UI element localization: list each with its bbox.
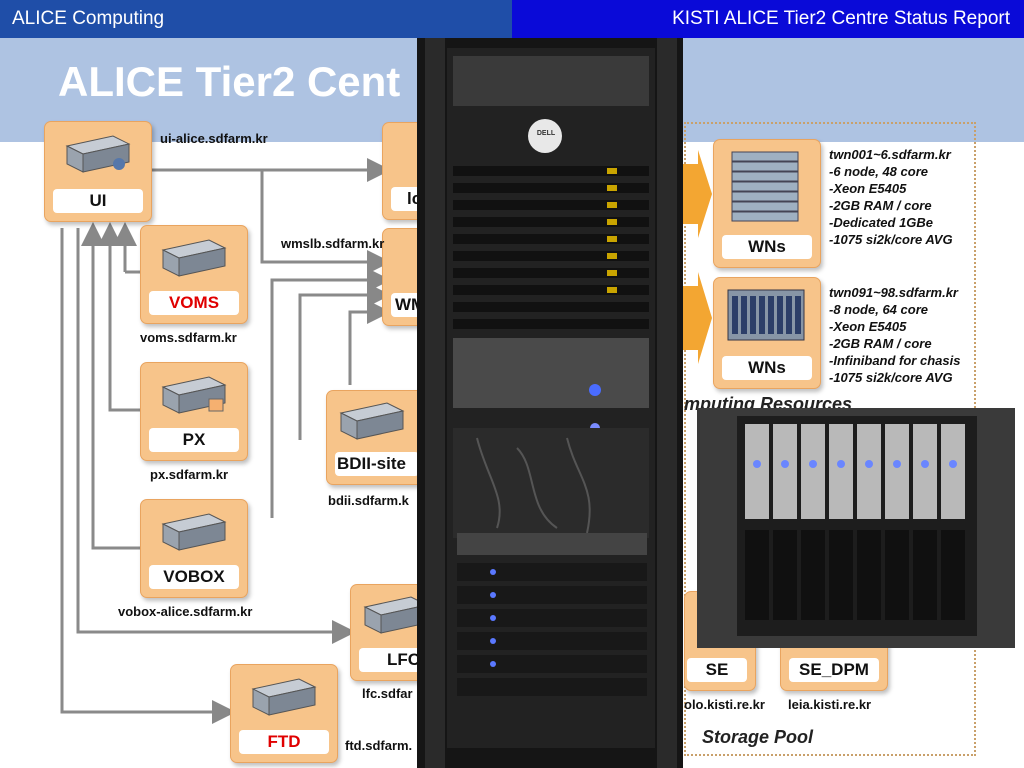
voms-node[interactable]: VOMS bbox=[140, 225, 248, 324]
lfc-hostname: lfc.sdfar bbox=[362, 686, 413, 701]
rack-illustration bbox=[417, 38, 683, 768]
server-icon bbox=[251, 678, 317, 716]
server-icon bbox=[363, 596, 429, 634]
bdii-label: BDII-site bbox=[335, 452, 419, 476]
orange-arrows bbox=[682, 150, 712, 364]
blade-illustration bbox=[697, 408, 1015, 648]
wn2-ram: -2GB RAM / core bbox=[829, 336, 932, 351]
slide-title: ALICE Tier2 Cent bbox=[58, 58, 401, 105]
wms-hostname: wmslb.sdfarm.kr bbox=[281, 236, 385, 251]
storage-pool-caption: Storage Pool bbox=[702, 727, 814, 747]
server-icon bbox=[161, 239, 227, 277]
wn1-nodes: -6 node, 48 core bbox=[829, 164, 928, 179]
server-rack-icon bbox=[731, 151, 799, 222]
rack-brand-logo: DELL bbox=[536, 130, 556, 137]
wn2-host: twn091~98.sdfarm.kr bbox=[829, 285, 958, 300]
server-icon bbox=[161, 513, 227, 551]
wn1-net: -Dedicated 1GBe bbox=[829, 215, 934, 230]
header-course-title: ALICE Computing bbox=[12, 8, 165, 29]
ui-node[interactable]: UI bbox=[44, 121, 152, 222]
wns-node-2[interactable]: WNs bbox=[713, 277, 821, 389]
wn1-perf: -1075 si2k/core AVG bbox=[829, 232, 953, 247]
blade-chassis-photo bbox=[697, 408, 1015, 648]
se-dpm-hostname: leia.kisti.re.kr bbox=[788, 697, 872, 712]
ui-hostname: ui-alice.sdfarm.kr bbox=[160, 131, 268, 146]
ftd-label: FTD bbox=[239, 730, 329, 754]
wn2-cpu: -Xeon E5405 bbox=[829, 319, 907, 334]
wns-node-1[interactable]: WNs bbox=[713, 139, 821, 268]
server-icon bbox=[339, 402, 405, 440]
vobox-hostname: vobox-alice.sdfarm.kr bbox=[118, 604, 253, 619]
server-icon bbox=[161, 376, 227, 414]
server-rack-photo: DELL bbox=[417, 38, 683, 768]
voms-hostname: voms.sdfarm.kr bbox=[140, 330, 237, 345]
ui-label: UI bbox=[53, 189, 143, 213]
wn2-net: -Infiniband for chasis bbox=[829, 353, 961, 368]
se-label: SE bbox=[687, 658, 747, 682]
voms-label: VOMS bbox=[149, 291, 239, 315]
vobox-label: VOBOX bbox=[149, 565, 239, 589]
wn1-cpu: -Xeon E5405 bbox=[829, 181, 907, 196]
vobox-node[interactable]: VOBOX bbox=[140, 499, 248, 598]
wn1-ram: -2GB RAM / core bbox=[829, 198, 932, 213]
wn-specs-group-1: twn001~6.sdfarm.kr -6 node, 48 core -Xeo… bbox=[829, 146, 953, 248]
wn1-host: twn001~6.sdfarm.kr bbox=[829, 147, 951, 162]
header-right-bar: KISTI ALICE Tier2 Centre Status Report bbox=[512, 0, 1024, 38]
px-hostname: px.sdfarm.kr bbox=[150, 467, 229, 482]
header-report-title: KISTI ALICE Tier2 Centre Status Report bbox=[672, 8, 1010, 29]
ftd-hostname: ftd.sdfarm. bbox=[345, 738, 413, 753]
header-left-bar: ALICE Computing bbox=[0, 0, 512, 38]
server-icon bbox=[65, 135, 131, 173]
blade-chassis-icon bbox=[727, 289, 805, 341]
px-label: PX bbox=[149, 428, 239, 452]
ftd-node[interactable]: FTD bbox=[230, 664, 338, 763]
px-node[interactable]: PX bbox=[140, 362, 248, 461]
bdii-hostname: bdii.sdfarm.k bbox=[328, 493, 409, 508]
wn2-perf: -1075 si2k/core AVG bbox=[829, 370, 953, 385]
wns-2-label: WNs bbox=[722, 356, 812, 380]
se-dpm-label: SE_DPM bbox=[789, 658, 879, 682]
se-hostname: olo.kisti.re.kr bbox=[684, 697, 765, 712]
wn-specs-group-2: twn091~98.sdfarm.kr -8 node, 64 core -Xe… bbox=[829, 284, 960, 386]
wn2-nodes: -8 node, 64 core bbox=[829, 302, 928, 317]
bdii-node[interactable]: BDII-site bbox=[326, 390, 428, 485]
wns-1-label: WNs bbox=[722, 235, 812, 259]
